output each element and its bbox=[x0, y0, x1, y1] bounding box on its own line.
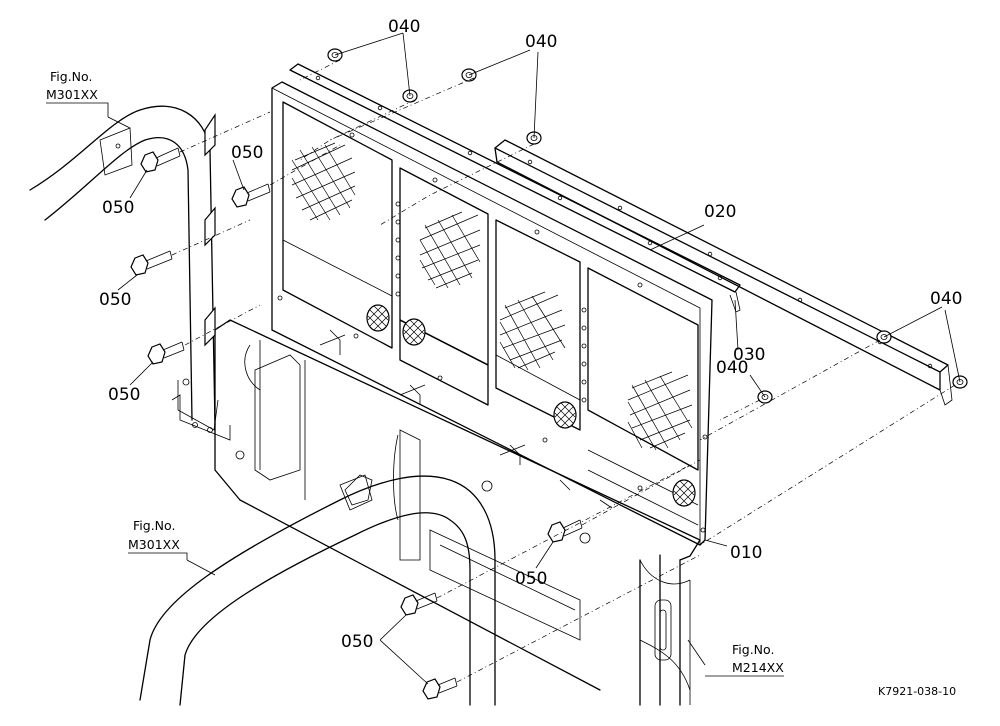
label-050-b: 050 bbox=[102, 198, 134, 218]
label-040-d: 040 bbox=[716, 358, 748, 378]
label-040-b: 040 bbox=[525, 32, 557, 52]
frame-holes bbox=[277, 132, 708, 533]
bolt bbox=[547, 519, 583, 543]
drawing-code: K7921-038-10 bbox=[878, 685, 956, 698]
nuts-040 bbox=[327, 48, 968, 404]
leader-lines bbox=[107, 32, 961, 685]
mesh-grille-1 bbox=[291, 142, 356, 221]
upper-roll-bar bbox=[29, 105, 231, 441]
fig-ref-middle-left: Fig.No. M301XX bbox=[128, 518, 188, 560]
bolt bbox=[147, 341, 185, 365]
cab-body-structure bbox=[214, 319, 701, 706]
side-rail-020 bbox=[494, 139, 953, 406]
label-050-d: 050 bbox=[108, 385, 140, 405]
assembly-centerlines bbox=[171, 59, 956, 683]
bolt bbox=[400, 592, 438, 616]
bolts-050 bbox=[130, 147, 583, 700]
label-050-e: 050 bbox=[515, 569, 547, 589]
mounting-brackets bbox=[204, 113, 216, 347]
mesh-grille-2 bbox=[419, 211, 481, 289]
bolt bbox=[422, 677, 458, 700]
fig-ref-bottom-right: Fig.No. M214XX bbox=[705, 642, 784, 677]
label-030: 030 bbox=[733, 345, 765, 365]
label-050-a: 050 bbox=[231, 143, 263, 163]
top-rail-030 bbox=[289, 63, 741, 313]
fig-ref-label: Fig.No. bbox=[50, 69, 92, 84]
mesh-grille-4 bbox=[627, 371, 693, 451]
fig-ref-label: Fig.No. bbox=[133, 518, 175, 533]
label-040-a: 040 bbox=[388, 17, 420, 37]
part-labels: 040 040 040 040 050 050 050 050 050 050 … bbox=[99, 17, 962, 652]
label-050-c: 050 bbox=[99, 290, 131, 310]
fig-ref-number: M214XX bbox=[732, 660, 784, 675]
fig-ref-top-left: Fig.No. M301XX bbox=[46, 69, 109, 117]
round-vents bbox=[366, 304, 696, 507]
bolt bbox=[231, 183, 271, 208]
mesh-grille-3 bbox=[499, 291, 566, 371]
label-040-c: 040 bbox=[930, 289, 962, 309]
label-010: 010 bbox=[730, 543, 762, 563]
bolt bbox=[130, 250, 173, 276]
label-050-f: 050 bbox=[341, 632, 373, 652]
label-020: 020 bbox=[704, 202, 736, 222]
fig-ref-number: M301XX bbox=[46, 87, 98, 102]
lower-roll-bar bbox=[139, 474, 496, 706]
bolt bbox=[140, 147, 181, 173]
fig-ref-label: Fig.No. bbox=[732, 642, 774, 657]
fig-ref-number: M301XX bbox=[128, 537, 180, 552]
rear-screen-panel-010 bbox=[271, 81, 713, 546]
